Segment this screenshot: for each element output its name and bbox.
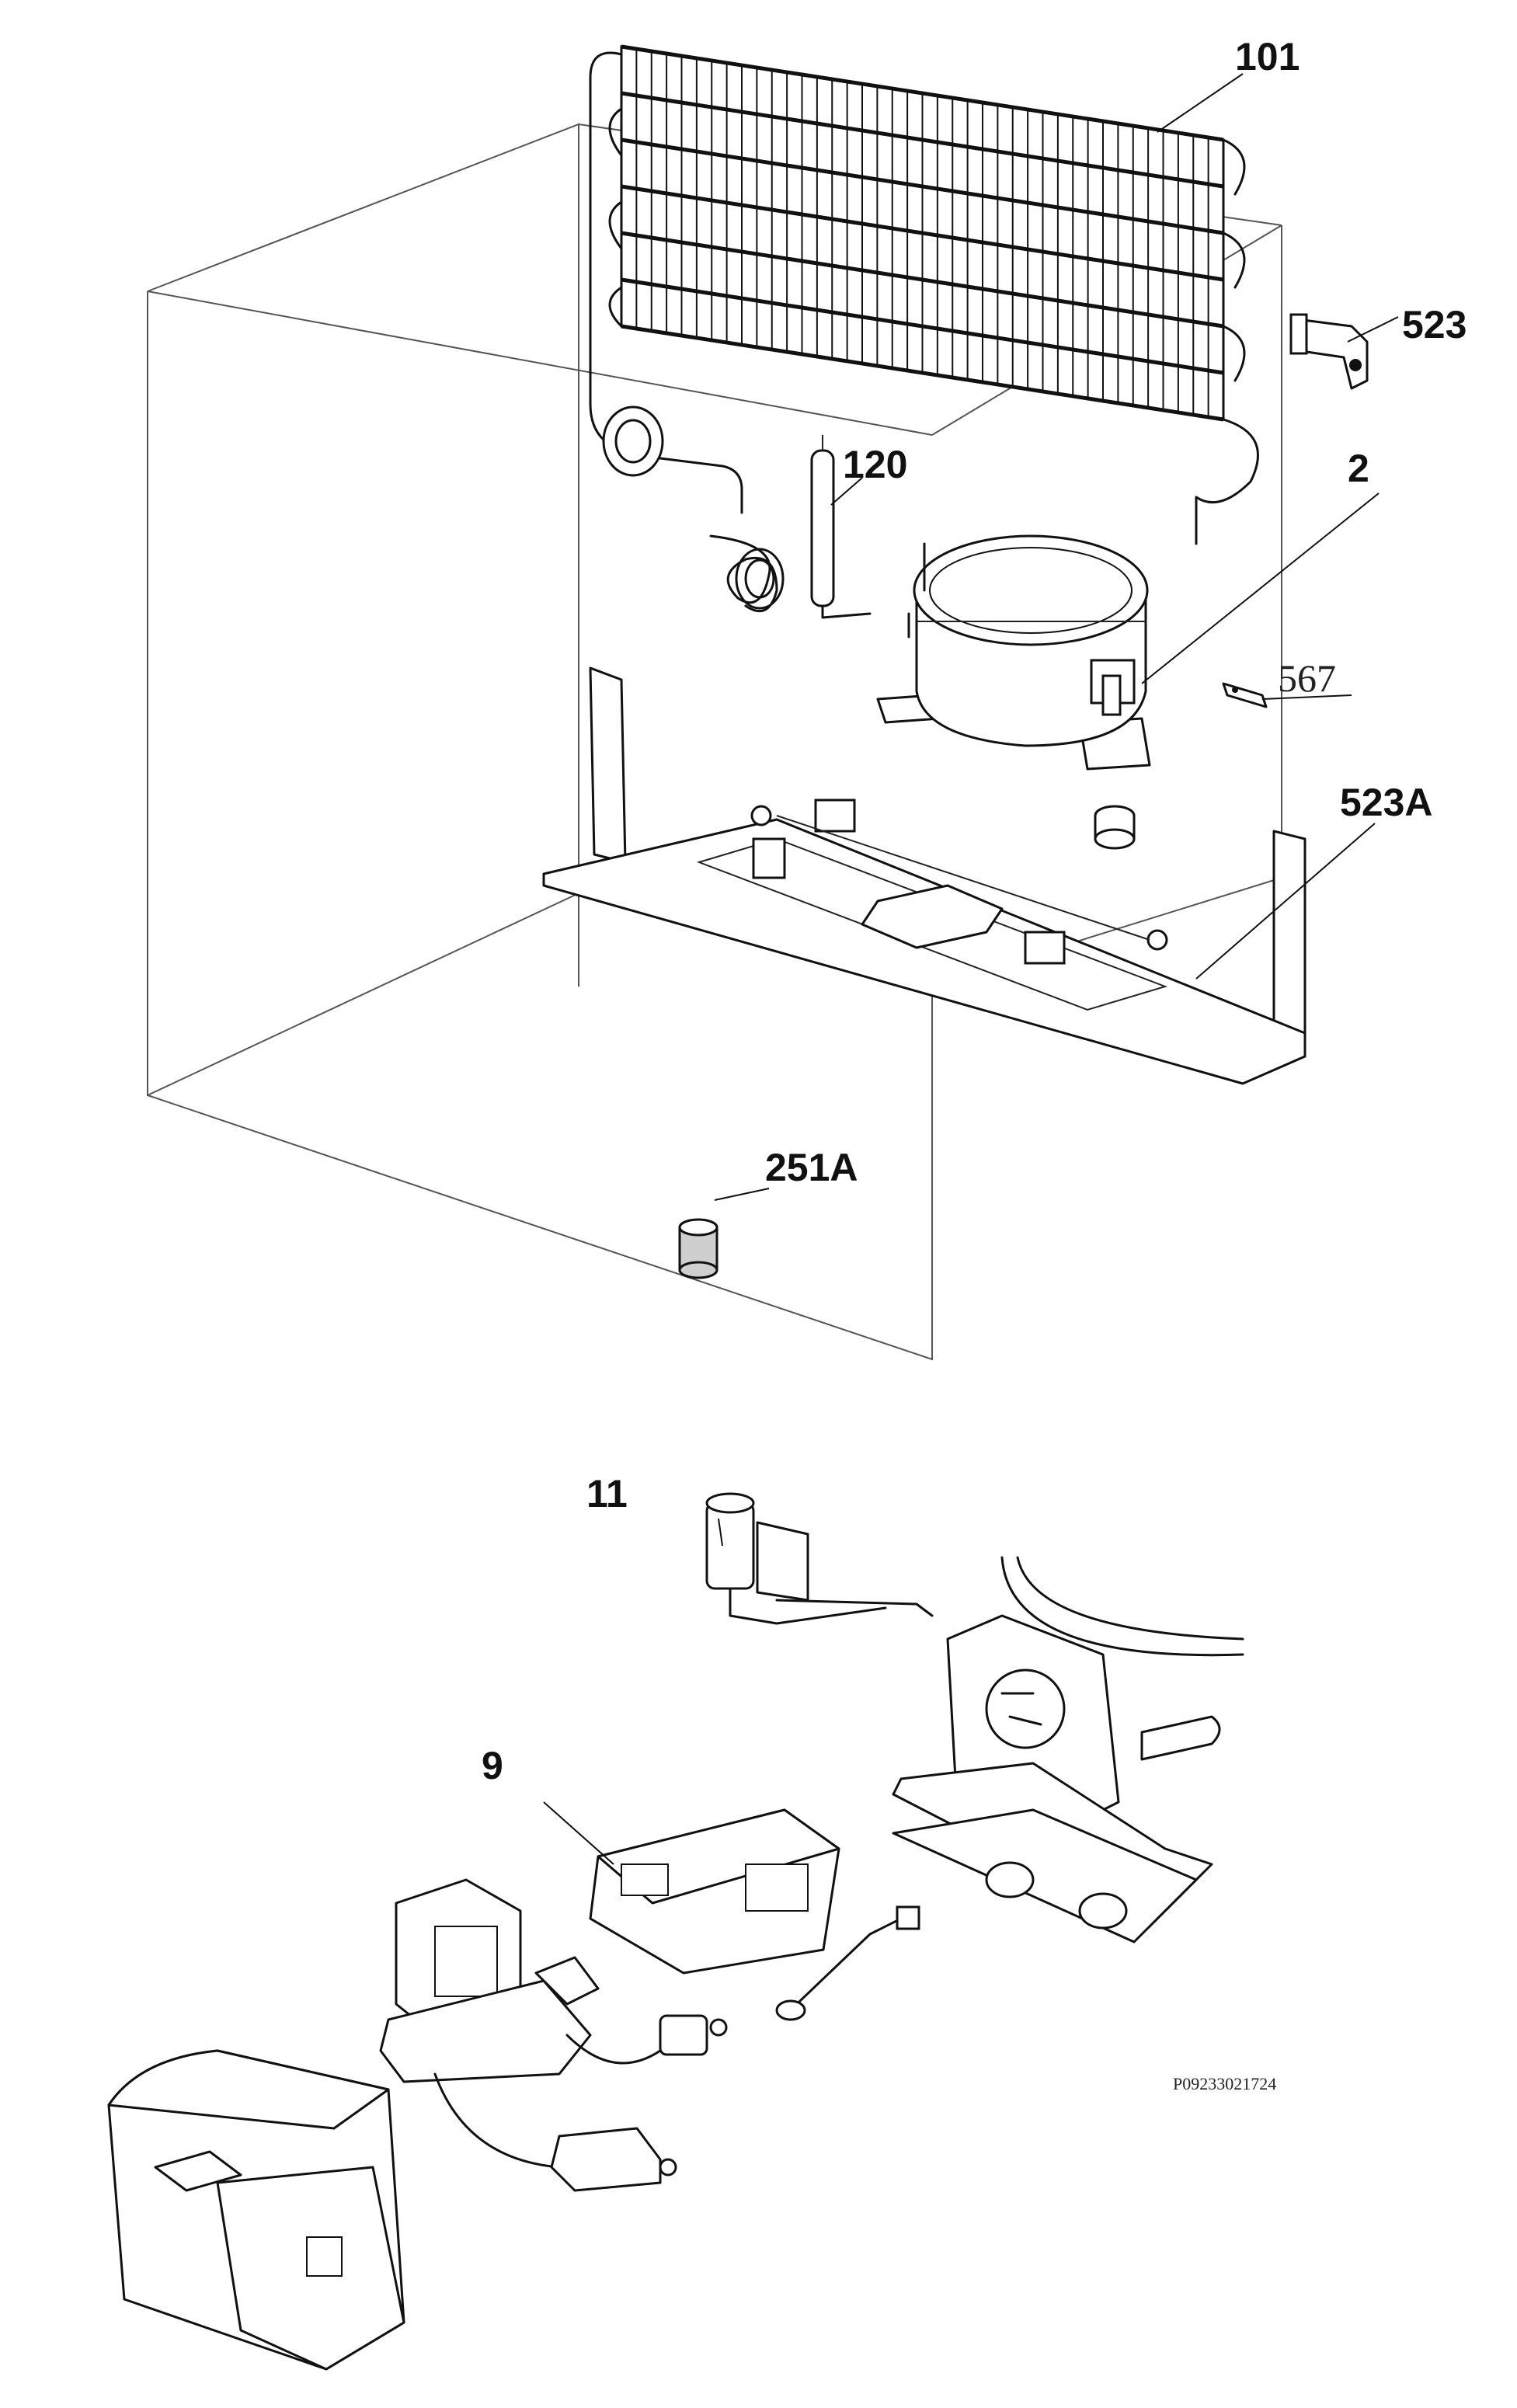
terminal-block — [379, 1878, 920, 2083]
compressor-side-housing — [892, 1556, 1244, 1943]
starter-relay — [705, 1492, 934, 1625]
cap-251a — [678, 1218, 718, 1279]
callout-567: 567 — [1278, 656, 1336, 700]
terminal-cover — [107, 2049, 405, 2371]
base-plate — [542, 666, 1306, 1085]
filter-drier — [709, 435, 872, 619]
drawing-code: P09233021724 — [1173, 2074, 1276, 2093]
callout-120: 120 — [843, 443, 907, 486]
callout-101: 101 — [1235, 35, 1300, 78]
callout-523a: 523A — [1340, 781, 1433, 824]
leader-lines — [543, 73, 1399, 1865]
condenser-coil — [589, 44, 1259, 545]
clip-523 — [1289, 313, 1369, 390]
pin-567 — [1222, 682, 1268, 708]
compressor — [876, 534, 1151, 771]
capacitor — [433, 2072, 677, 2192]
callout-11: 11 — [586, 1472, 628, 1515]
callout-523: 523 — [1402, 303, 1467, 346]
rubber-grommet — [1094, 805, 1136, 850]
callout-9: 9 — [482, 1744, 503, 1787]
callout-251a: 251A — [765, 1146, 858, 1189]
relay-assembly — [589, 1808, 840, 1975]
callout-2: 2 — [1348, 447, 1369, 490]
